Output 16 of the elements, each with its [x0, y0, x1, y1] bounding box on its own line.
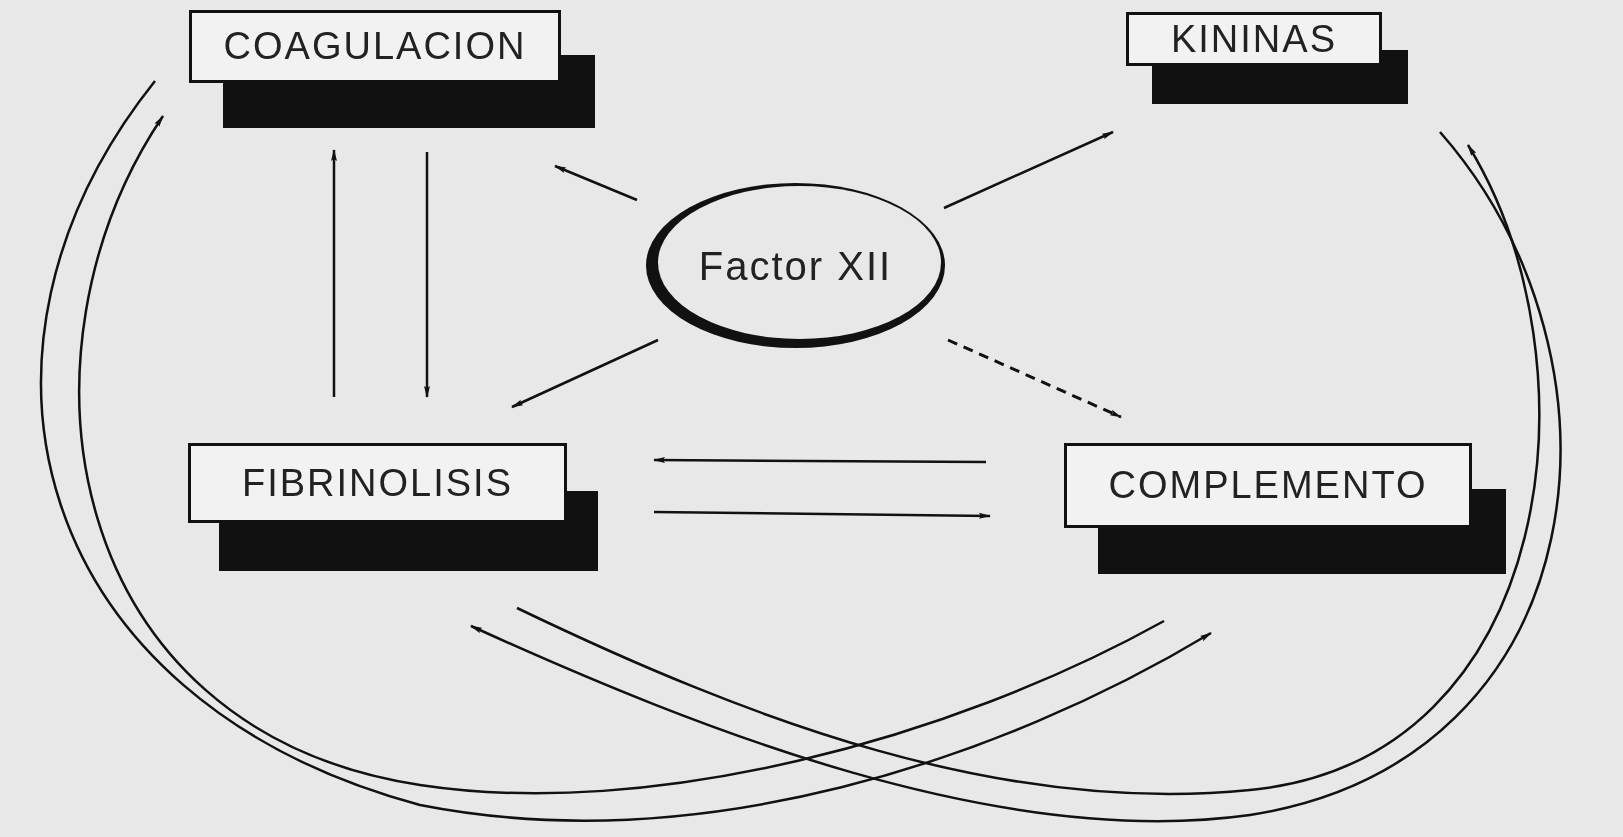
- arrow: [554, 164, 638, 202]
- ellipse-node: [644, 181, 947, 350]
- node-label: Factor XII: [698, 242, 893, 290]
- arrow: [653, 457, 986, 464]
- arrow: [424, 152, 430, 398]
- node-label: COAGULACION: [223, 24, 527, 69]
- arrow: [40, 80, 1212, 822]
- node-label: COMPLEMENTO: [1108, 463, 1428, 508]
- node-label: KININAS: [1170, 16, 1337, 62]
- arrow: [511, 338, 659, 409]
- arrow: [78, 115, 1165, 795]
- arrow: [654, 510, 991, 519]
- node-label: FIBRINOLISIS: [241, 460, 514, 506]
- arrow: [943, 130, 1114, 210]
- arrow: [947, 338, 1122, 419]
- arrow: [331, 149, 337, 397]
